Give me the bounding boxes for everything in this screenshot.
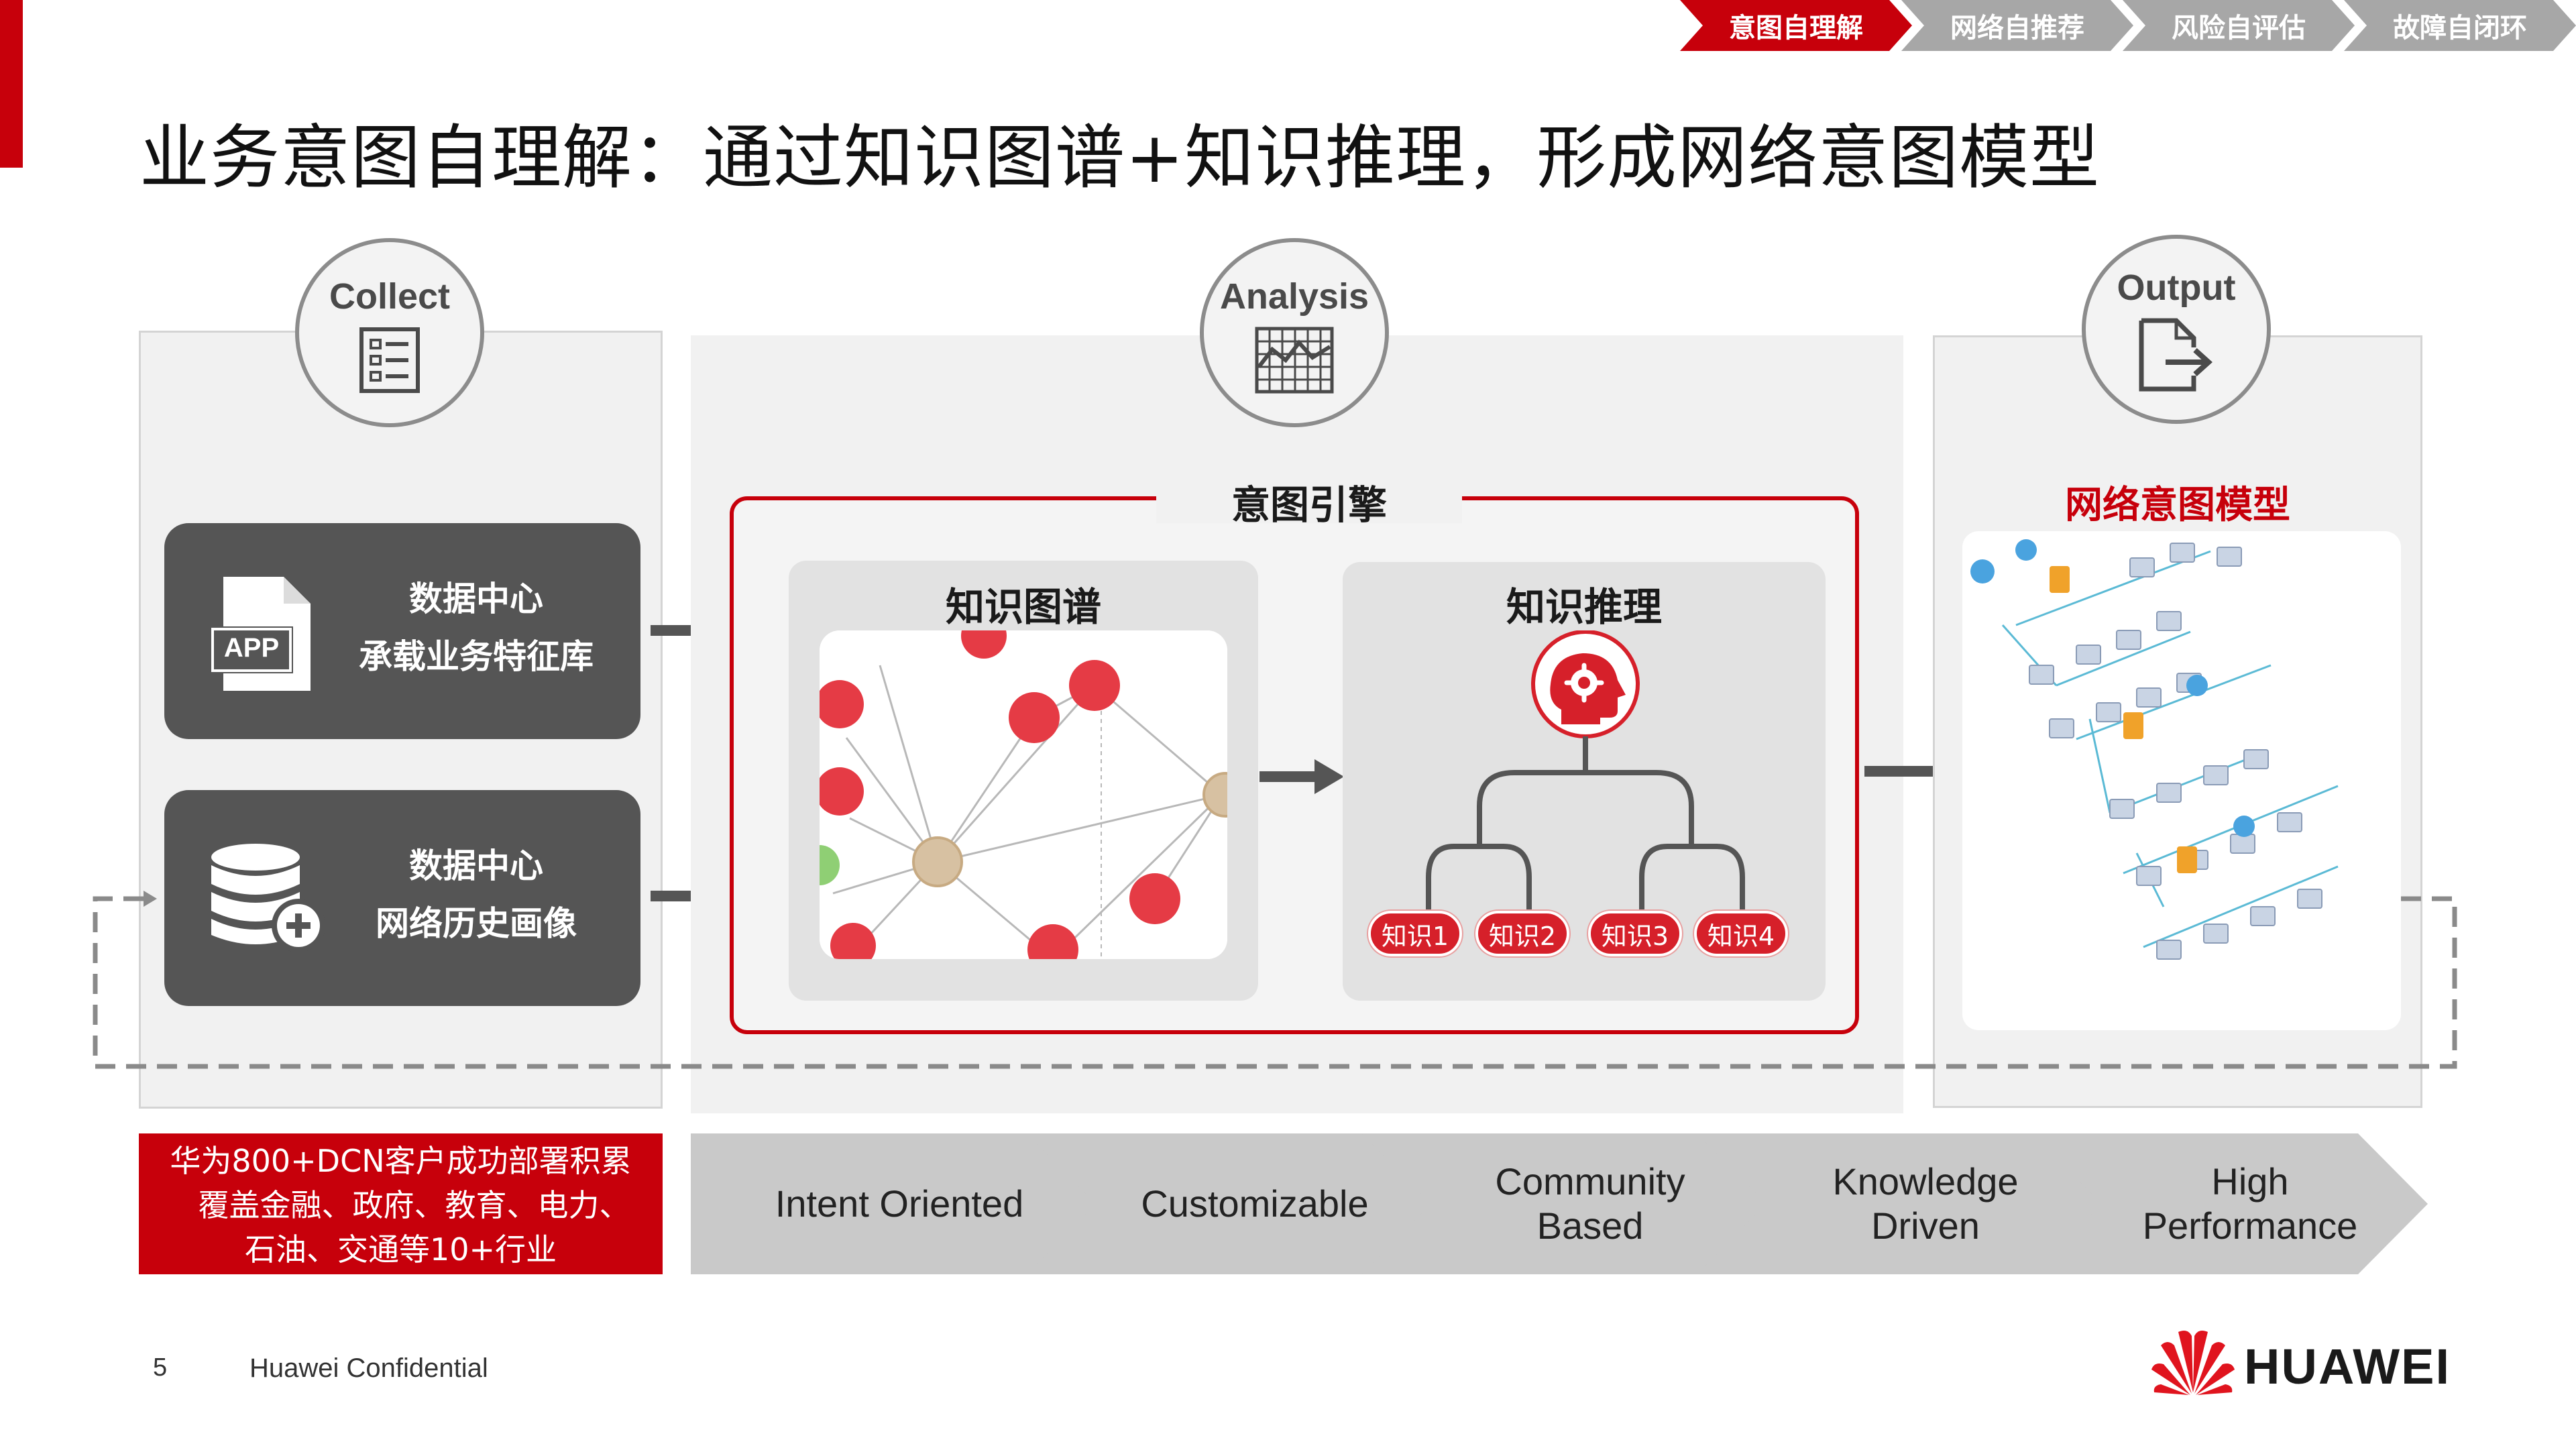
- card-line2: 网络历史画像: [376, 904, 577, 943]
- analysis-label: Analysis: [1219, 276, 1369, 317]
- collect-stage-badge: Collect: [295, 238, 484, 427]
- knowledge-leaf-4[interactable]: 知识4: [1694, 911, 1788, 956]
- feature-line1: Community: [1495, 1160, 1685, 1203]
- note-line3: 石油、交通等10+行业: [244, 1231, 557, 1268]
- knowledge-graph-title: 知识图谱: [945, 584, 1101, 630]
- breadcrumb-label: 意图自理解: [1729, 13, 1863, 44]
- breadcrumb-label: 网络自推荐: [1950, 13, 2084, 44]
- knowledge-leaf-3[interactable]: 知识3: [1588, 911, 1682, 956]
- knowledge-graph-visual: [820, 630, 1227, 959]
- deployment-note: 华为800+DCN客户成功部署积累 覆盖金融、政府、教育、电力、 石油、交通等1…: [139, 1133, 663, 1274]
- feature-line1: Knowledge: [1832, 1160, 2019, 1203]
- breadcrumb-step-risk[interactable]: 风险自评估: [2123, 0, 2355, 51]
- output-stage-badge: Output: [2082, 235, 2271, 424]
- arrow-right-icon: [1259, 757, 1347, 799]
- history-profile-card[interactable]: 数据中心 网络历史画像: [164, 790, 640, 1006]
- note-line2: 覆盖金融、政府、教育、电力、: [198, 1187, 630, 1223]
- huawei-flower-logo-icon: [2151, 1328, 2235, 1398]
- feature-line2: Driven: [1871, 1205, 1980, 1247]
- card-text: 数据中心 网络历史画像: [325, 837, 627, 952]
- feature-line2: Performance: [2142, 1205, 2358, 1247]
- breadcrumb-label: 故障自闭环: [2393, 13, 2527, 44]
- file-export-icon: [2136, 318, 2217, 394]
- breadcrumb-step-recommend[interactable]: 网络自推荐: [1901, 0, 2133, 51]
- app-icon-text: APP: [223, 633, 280, 663]
- engine-title-mask: [1156, 469, 1462, 523]
- breadcrumb-step-fault[interactable]: 故障自闭环: [2344, 0, 2576, 51]
- checklist-icon: [359, 327, 421, 396]
- app-file-icon: APP: [210, 577, 317, 693]
- accent-bar: [0, 0, 23, 168]
- breadcrumb-step-intent[interactable]: 意图自理解: [1680, 0, 1912, 51]
- feature-library-card[interactable]: APP 数据中心 承载业务特征库: [164, 523, 640, 739]
- card-line1: 数据中心: [409, 579, 543, 618]
- feature-line1: Customizable: [1141, 1182, 1369, 1225]
- intent-model-title: 网络意图模型: [2065, 484, 2290, 527]
- feature-line2: Based: [1536, 1205, 1644, 1247]
- engine-title: 意图引擎: [1231, 482, 1387, 528]
- note-line1: 华为800+DCN客户成功部署积累: [170, 1143, 632, 1179]
- card-text: 数据中心 承载业务特征库: [325, 570, 627, 685]
- database-add-icon: [210, 842, 331, 959]
- feature-intent-oriented: Intent Oriented: [691, 1133, 1108, 1274]
- reasoning-tree: [1414, 630, 1789, 942]
- confidential-label: Huawei Confidential: [249, 1353, 488, 1383]
- page-title: 业务意图自理解：通过知识图谱+知识推理，形成网络意图模型: [139, 117, 2101, 199]
- breadcrumb-label: 风险自评估: [2172, 13, 2306, 44]
- output-label: Output: [2117, 268, 2236, 308]
- knowledge-leaf-1[interactable]: 知识1: [1368, 911, 1462, 956]
- knowledge-reasoning-title: 知识推理: [1506, 584, 1662, 630]
- collect-label: Collect: [329, 276, 451, 317]
- knowledge-leaf-2[interactable]: 知识2: [1475, 911, 1569, 956]
- feature-line1: High: [2211, 1160, 2289, 1203]
- huawei-logo-text: HUAWEI: [2244, 1339, 2451, 1394]
- network-model-diagram: [1962, 531, 2401, 1030]
- feedback-loop: [87, 885, 2475, 1082]
- page-number: 5: [153, 1353, 168, 1382]
- chart-grid-icon: [1255, 327, 1334, 396]
- feature-line1: Intent Oriented: [775, 1182, 1024, 1225]
- card-line1: 数据中心: [409, 846, 543, 885]
- card-line2: 承载业务特征库: [359, 637, 594, 676]
- analysis-stage-badge: Analysis: [1200, 238, 1389, 427]
